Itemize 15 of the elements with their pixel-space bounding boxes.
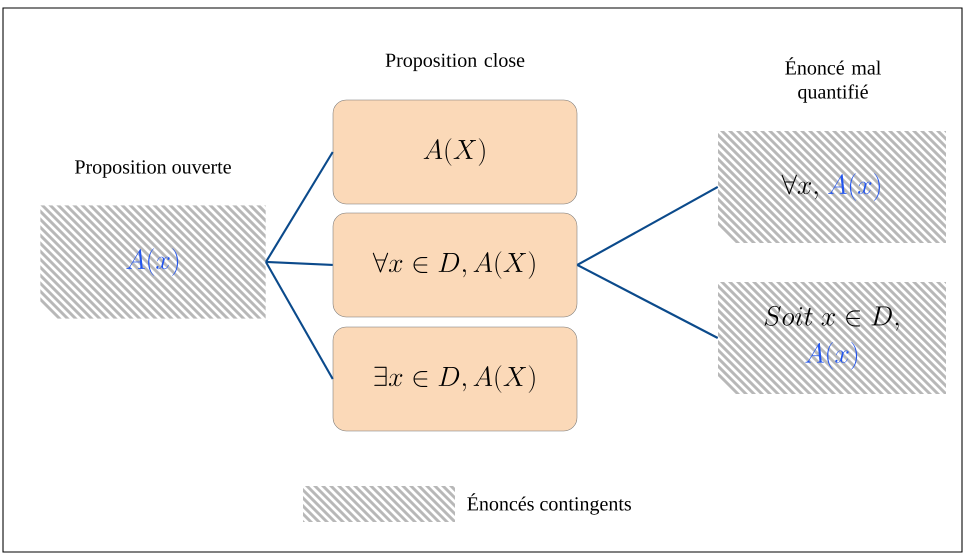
column-heading: Énoncé mal quantifié [785,57,881,103]
heading-text: Proposition ouverte [75,160,231,178]
column-heading: Proposition close [386,52,524,72]
connector-line [576,264,718,339]
legend-label: Énoncés contingents [467,493,631,515]
rounded-box: $A(X)$ [332,100,578,204]
connector-line [265,151,334,263]
connector-line [265,261,334,380]
rounded-box: $\forall x \in D , A(X)$ [332,212,578,318]
rounded-box: $\exists x \in D , A(X)$ [332,326,578,432]
connector-line [576,186,718,266]
hatched-box: $Soit\ x \in D ,$ $A(x)$ [718,282,946,394]
hatched-box: $A(x)$ [40,205,266,319]
connector-line [266,260,333,266]
hatched-box: $\forall x ,$ $A(x)$ [718,131,946,243]
